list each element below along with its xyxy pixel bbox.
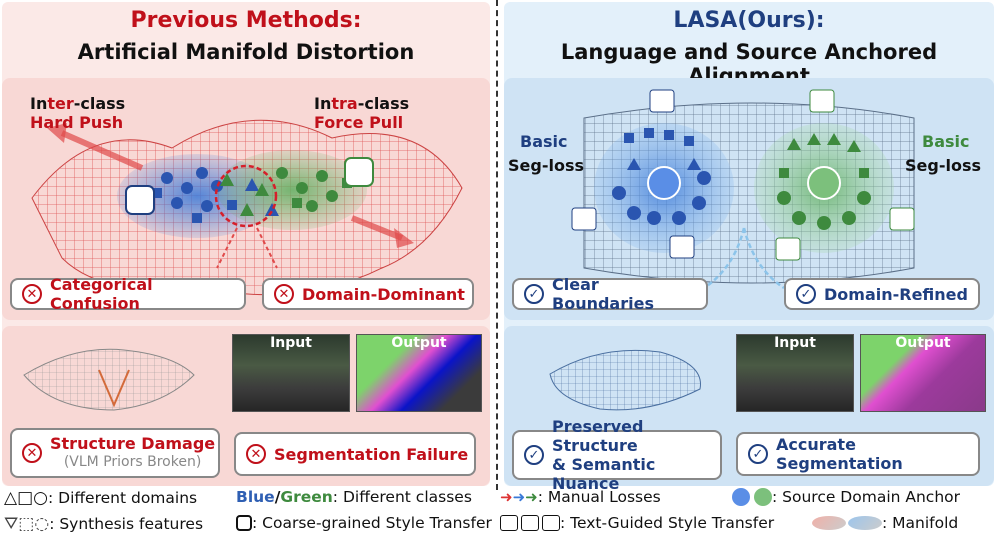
x-circle-icon: ✕ (274, 284, 294, 304)
legend-coarse: : Coarse-grained Style Transfer (236, 514, 492, 532)
x-circle-icon: ✕ (246, 444, 266, 464)
check-circle-icon: ✓ (748, 444, 768, 464)
legend-manual-losses: ➜➜➜: Manual Losses (500, 488, 661, 506)
output-label: Output (391, 335, 447, 351)
segmentation-failure-badge: ✕Segmentation Failure (234, 432, 476, 476)
dashed-shapes-icon: ⛛⬚◌ (4, 514, 50, 534)
manifold-icon (812, 516, 882, 530)
input-image-left: Input (232, 334, 350, 412)
arrows-icon: ➜➜➜ (500, 488, 538, 506)
legend-domains: △□○: Different domains (4, 488, 198, 508)
clear-boundaries-badge: ✓Clear Boundaries (512, 275, 708, 313)
panel-divider (496, 0, 498, 490)
output-image-right: Output (860, 334, 986, 412)
input-image-right: Input (736, 334, 854, 412)
check-circle-icon: ✓ (524, 284, 544, 304)
force-pull-label: Force Pull (314, 113, 404, 132)
domain-refined-badge: ✓Domain-Refined (784, 278, 980, 310)
accurate-segmentation-badge: ✓Accurate Segmentation (736, 432, 980, 476)
inter-class-label: Inter-class (30, 94, 126, 113)
right-title: LASA(Ours): (673, 8, 825, 33)
output-image-left: Output (356, 334, 482, 412)
hard-push-label: Hard Push (30, 113, 124, 132)
check-circle-icon: ✓ (524, 445, 544, 465)
input-label: Input (774, 335, 816, 351)
basic-left-label-2: Seg-loss (508, 156, 584, 175)
damaged-manifold-icon (23, 348, 195, 411)
categorical-confusion-badge: ✕Categorical Confusion (10, 275, 246, 313)
output-label: Output (895, 335, 951, 351)
legend-classes: Blue/Green: Different classes (236, 488, 472, 506)
legend-synthesis: ⛛⬚◌: Synthesis features (4, 514, 204, 534)
legend-anchor: : Source Domain Anchor (732, 488, 960, 506)
smooth-manifold-icon (549, 349, 701, 411)
text-token-icons (500, 515, 560, 531)
basic-right-label-2: Seg-loss (905, 156, 981, 175)
aligned-manifold-illustration (571, 89, 915, 290)
left-subtitle: Artificial Manifold Distortion (77, 40, 415, 64)
anchor-circles-icon (732, 488, 772, 506)
domain-shapes-icon: △□○ (4, 488, 48, 508)
structure-damage-badge: ✕ Structure Damage (VLM Priors Broken) (10, 428, 220, 478)
legend-text-guided: : Text-Guided Style Transfer (500, 514, 774, 532)
intra-class-label: Intra-class (314, 94, 410, 113)
legend-manifold: : Manifold (812, 514, 958, 532)
x-circle-icon: ✕ (22, 443, 42, 463)
check-circle-icon: ✓ (796, 284, 816, 304)
domain-dominant-badge: ✕Domain-Dominant (262, 278, 474, 310)
basic-left-label-1: Basic (520, 132, 568, 151)
input-label: Input (270, 335, 312, 351)
preserved-structure-badge: ✓ Preserved Structure & Semantic Nuance (512, 417, 722, 493)
x-circle-icon: ✕ (22, 284, 42, 304)
distorted-manifold-illustration (31, 119, 463, 296)
left-title: Previous Methods: (130, 8, 362, 33)
basic-right-label-1: Basic (922, 132, 970, 151)
style-transfer-icon (236, 515, 252, 531)
